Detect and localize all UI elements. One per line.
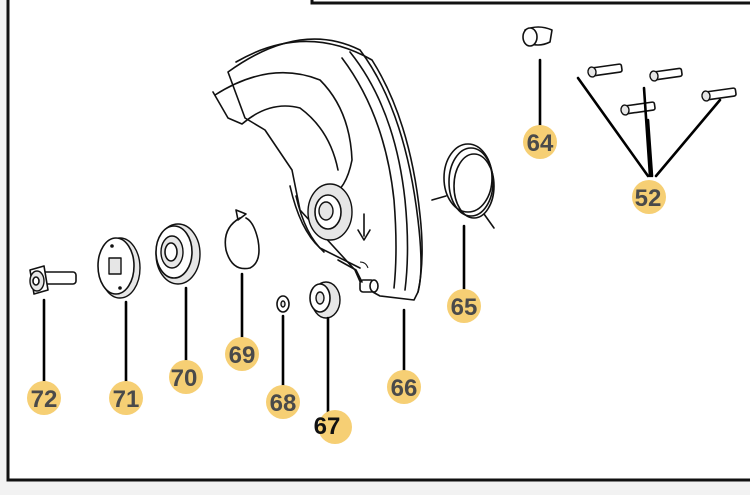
callout-64-label: 64 [527,130,554,157]
callout-66-label: 66 [391,375,418,402]
callout-66: 66 [387,370,421,404]
callout-67: 67 [314,410,352,444]
callout-52-label: 52 [635,185,662,212]
callout-70: 70 [169,360,203,394]
bolt-part [29,265,77,295]
callout-67-label: 67 [314,413,341,440]
bearing-part [155,223,201,285]
retaining-ring-part [224,209,260,270]
callout-68: 68 [266,385,300,419]
callout-65: 65 [447,289,481,323]
flange-part [97,237,141,299]
cap-part [522,26,553,47]
screws-part [587,63,737,116]
spring-part [431,143,495,229]
callout-65-label: 65 [451,294,478,321]
leader-lines [42,58,722,414]
callout-69-label: 69 [229,342,256,369]
callout-72-label: 72 [31,386,58,413]
callout-71-label: 71 [113,386,140,413]
blade-guard-part [212,38,423,301]
callout-70-label: 70 [171,365,198,392]
callout-71: 71 [109,381,143,415]
callout-52: 52 [632,180,666,214]
small-washer-part [276,295,290,313]
callout-72: 72 [27,381,61,415]
nut-part [309,281,341,319]
callout-69: 69 [225,337,259,371]
inset-box-edge [310,0,750,5]
callout-64: 64 [523,125,557,159]
callout-68-label: 68 [270,390,297,417]
